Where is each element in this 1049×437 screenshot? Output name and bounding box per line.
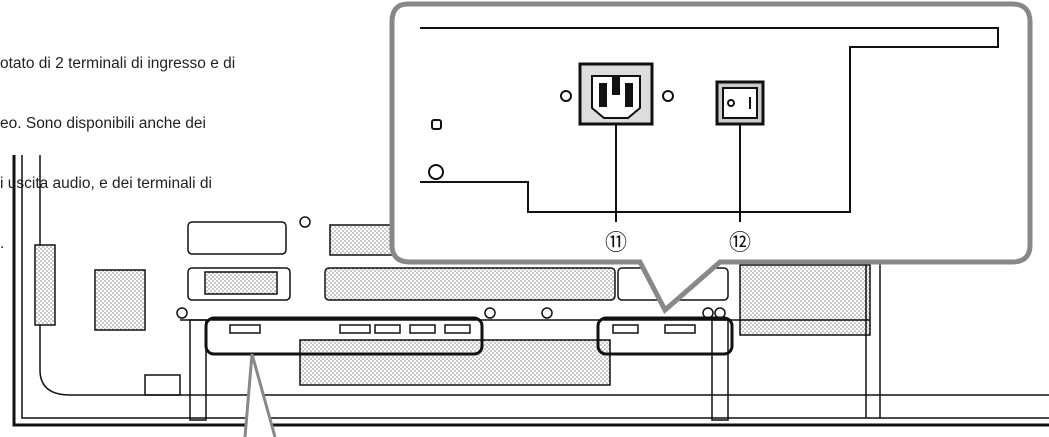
description-text: otato di 2 terminali di ingresso e di eo…	[0, 14, 235, 274]
terminal-highlight-right	[596, 316, 734, 356]
ac-inlet-icon	[560, 62, 674, 126]
text-line: .	[0, 235, 5, 252]
tv-rear-panel	[12, 155, 1049, 427]
text-line: otato di 2 terminali di ingresso e di	[0, 55, 236, 72]
inset-panel	[389, 1, 1033, 314]
terminal-highlight-left	[204, 316, 484, 356]
callout-11: ⑪	[605, 230, 627, 255]
inset-drawing	[420, 27, 999, 222]
text-line: eo. Sono disponibili anche dei	[0, 115, 206, 132]
power-switch-icon	[715, 80, 765, 126]
text-line: i uscita audio, e dei terminali di	[0, 175, 212, 192]
callout-12: ⑫	[729, 230, 751, 255]
